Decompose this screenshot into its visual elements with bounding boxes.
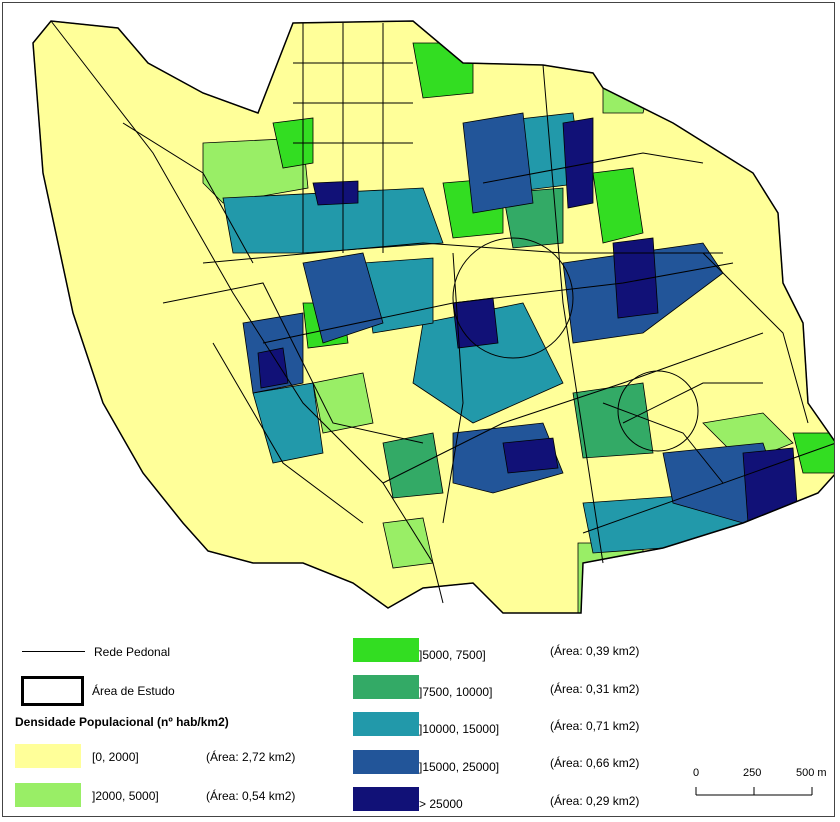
class-5000-7500-region-ne bbox=[592, 167, 644, 244]
class-6-range: > 25000 bbox=[419, 797, 463, 811]
class-over-25000-region-west bbox=[257, 347, 289, 389]
class-7500-10000-region-b bbox=[572, 382, 654, 459]
study-area-outline bbox=[32, 20, 834, 614]
scale-bar bbox=[695, 787, 813, 796]
class-2-range: ]5000, 7500] bbox=[419, 648, 486, 662]
class-over-25000-region-mid bbox=[452, 297, 499, 349]
swatch-class-4 bbox=[353, 712, 419, 736]
pedestrian-network bbox=[50, 20, 834, 604]
class-2000-5000-region-north bbox=[602, 62, 654, 114]
swatch-class-1 bbox=[15, 783, 81, 807]
class-over-25000-region-south bbox=[502, 437, 559, 474]
legend-title: Densidade Populacional (nº hab/km2) bbox=[15, 715, 229, 729]
class-5-range: ]15000, 25000] bbox=[419, 760, 500, 774]
class-4-range: ]10000, 15000] bbox=[419, 722, 500, 736]
class-10000-15000-region-center bbox=[412, 302, 564, 424]
swatch-class-0 bbox=[15, 744, 81, 768]
swatch-class-6 bbox=[353, 787, 419, 811]
class-10000-15000-region-west bbox=[252, 382, 324, 464]
study-area-label: Área de Estudo bbox=[92, 684, 175, 698]
class-15000-25000-region-north bbox=[462, 112, 534, 214]
class-5000-7500-region-north bbox=[412, 42, 474, 99]
class-2-area: (Área: 0,39 km2) bbox=[550, 644, 640, 658]
class-5-area: (Área: 0,66 km2) bbox=[550, 756, 640, 770]
class-6-area: (Área: 0,29 km2) bbox=[550, 794, 640, 808]
class-over-25000-region-north bbox=[562, 117, 594, 209]
class-over-25000-region-center bbox=[612, 237, 659, 319]
scale-tick-500: 500 m bbox=[796, 767, 827, 779]
class-1-range: ]2000, 5000] bbox=[92, 789, 159, 803]
study-area-symbol bbox=[21, 676, 84, 706]
pedestrian-network-label: Rede Pedonal bbox=[94, 645, 171, 659]
class-4-area: (Área: 0,71 km2) bbox=[550, 719, 640, 733]
scale-tick-0: 0 bbox=[693, 767, 700, 779]
pedestrian-network-symbol bbox=[22, 651, 85, 652]
class-over-25000-region-nw bbox=[312, 180, 359, 206]
scale-tick-250: 250 bbox=[743, 767, 762, 779]
class-7500-10000-region-c bbox=[382, 432, 444, 499]
class-3-area: (Área: 0,31 km2) bbox=[550, 682, 640, 696]
class-1-area: (Área: 0,54 km2) bbox=[206, 789, 296, 803]
class-2000-5000-region-center bbox=[312, 372, 374, 434]
class-3-range: ]7500, 10000] bbox=[419, 685, 493, 699]
class-0-range: [0, 2000] bbox=[92, 750, 139, 764]
class-5000-7500-region-far-east bbox=[792, 432, 834, 474]
swatch-class-3 bbox=[353, 675, 419, 699]
swatch-class-2 bbox=[353, 638, 419, 662]
class-2000-5000-region-south bbox=[577, 542, 644, 613]
class-15000-25000-region-center bbox=[302, 252, 384, 344]
swatch-class-5 bbox=[353, 750, 419, 774]
class-0-area: (Área: 2,72 km2) bbox=[206, 750, 296, 764]
